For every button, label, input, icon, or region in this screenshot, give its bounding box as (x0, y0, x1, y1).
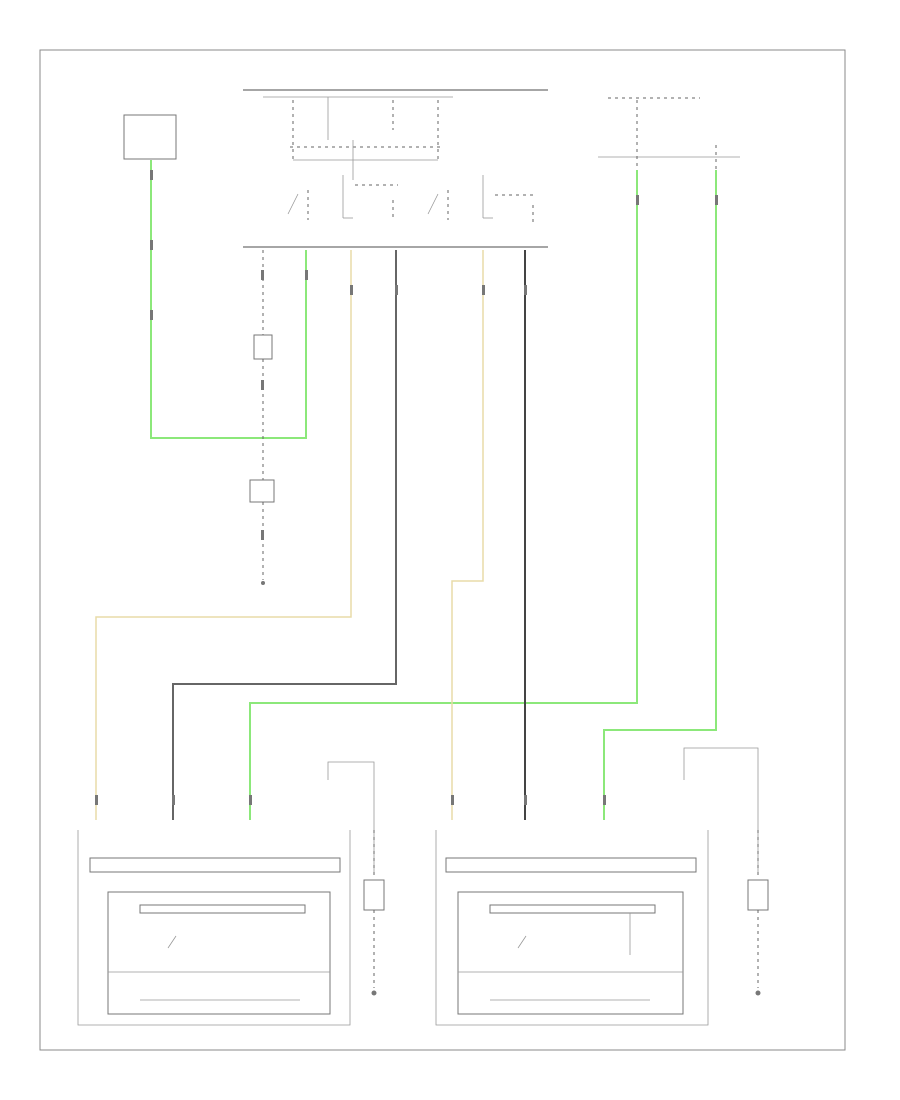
left-side-ground (371, 990, 377, 996)
left-splice-2 (249, 479, 275, 503)
connector-marker (350, 285, 353, 295)
wire-green-right-to-left-module (249, 170, 638, 820)
connector-marker (150, 240, 153, 250)
connector-marker (150, 310, 153, 320)
connector-marker (261, 270, 264, 280)
diagram-frame (39, 49, 846, 1051)
right-fuse (747, 879, 769, 911)
connector-marker (95, 795, 98, 805)
left-ground-point (261, 581, 265, 585)
right-module-inner-box (457, 891, 684, 1015)
top-left-component (123, 114, 177, 160)
right-seat-heater-module (435, 747, 769, 1026)
right-module-outline (435, 830, 709, 1026)
left-splice-chain (249, 250, 275, 585)
connector-marker (150, 170, 153, 180)
switch-1-arm (287, 193, 299, 215)
connector-marker (715, 195, 718, 205)
connector-marker (261, 380, 264, 390)
connector-marker (261, 530, 264, 540)
left-side-feed (327, 761, 375, 875)
wire-gray-to-left-module (172, 250, 397, 820)
left-module-top-bar (89, 857, 341, 873)
right-module-heater-bar (489, 904, 656, 914)
connector-marker (524, 795, 527, 805)
connector-marker (305, 270, 308, 280)
connector-marker (603, 795, 606, 805)
top-right-component (598, 97, 740, 170)
right-module-switch-arm (517, 935, 527, 949)
left-seat-heater-module (77, 761, 385, 1026)
left-module-switch-arm (167, 935, 177, 949)
left-module-heater-bar (139, 904, 306, 914)
left-splice-1 (253, 334, 273, 360)
connector-markers (95, 170, 718, 805)
connector-marker (524, 285, 527, 295)
switch-2-arm (427, 193, 439, 215)
right-side-ground (755, 990, 761, 996)
connector-marker (482, 285, 485, 295)
right-side-feed (683, 747, 759, 875)
left-fuse (363, 879, 385, 911)
right-module-top-bar (445, 857, 697, 873)
wire-green-left-loop (150, 160, 307, 439)
wire-green-right-to-right-module (603, 170, 717, 820)
top-switch-block (243, 89, 548, 248)
left-module-inner-box (107, 891, 331, 1015)
connector-marker (451, 795, 454, 805)
connector-marker (636, 195, 639, 205)
wire-yellow-to-right-module (451, 250, 484, 820)
connector-marker (172, 795, 175, 805)
left-module-outline (77, 830, 351, 1026)
connector-marker (249, 795, 252, 805)
connector-marker (395, 285, 398, 295)
top-left-component-box (123, 114, 177, 160)
wire-yellow-to-left-module (95, 250, 352, 820)
